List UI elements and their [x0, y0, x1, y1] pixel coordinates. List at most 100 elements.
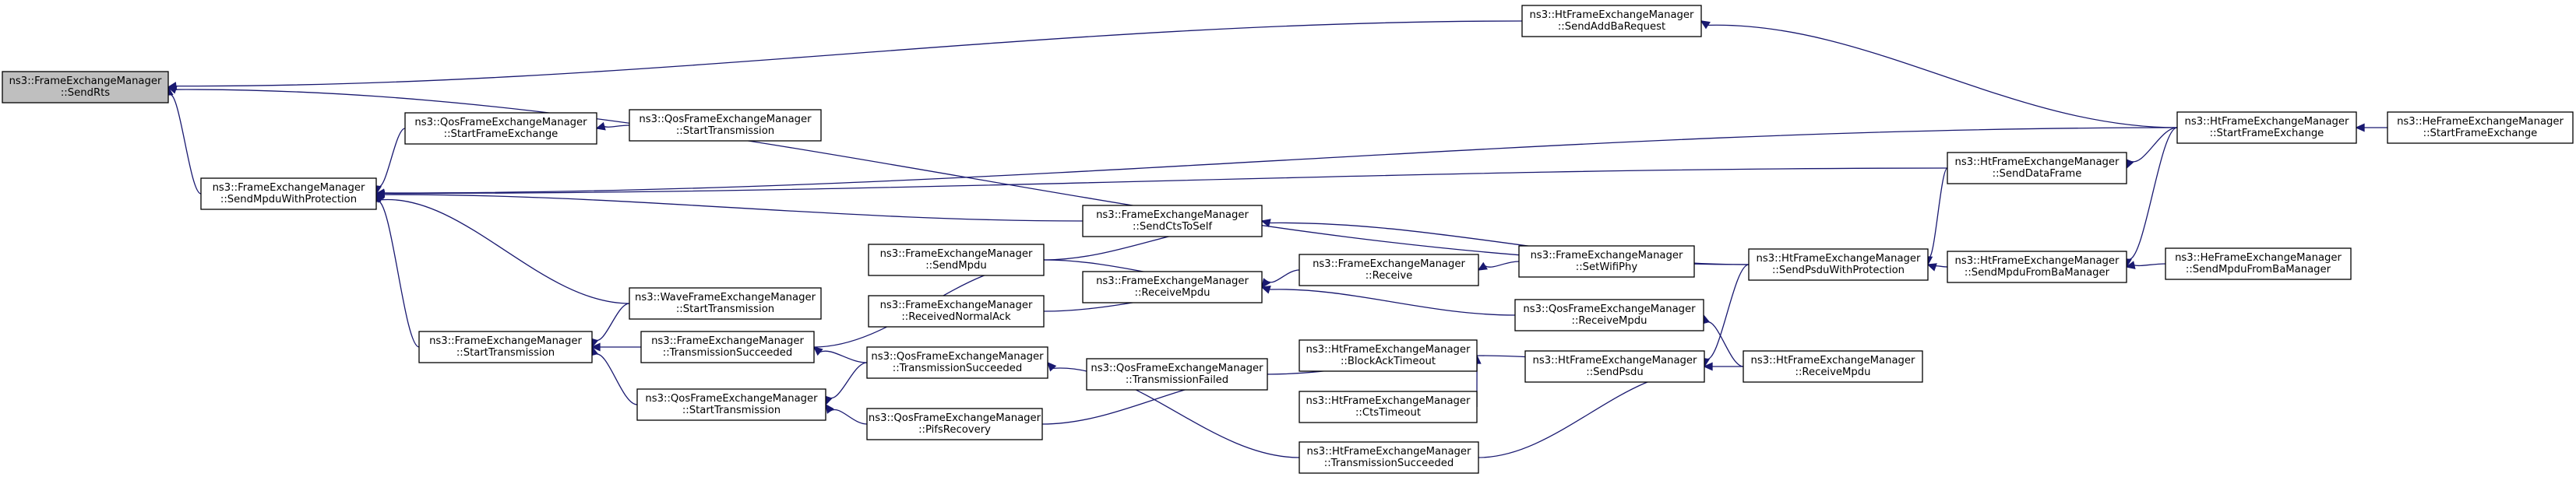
node-box [866, 346, 1048, 379]
node-box [866, 408, 1043, 440]
graph-node[interactable]: ns3::QosFrameExchangeManager::StartTrans… [629, 109, 822, 142]
call-edge [1703, 362, 1743, 371]
graph-node[interactable]: ns3::QosFrameExchangeManager::PifsRecove… [866, 408, 1043, 440]
call-edge [812, 345, 868, 363]
node-method-label: ::TransmissionSucceeded [663, 347, 792, 359]
node-method-label: ::SendMpduFromBaManager [2186, 264, 2331, 275]
node-class-label: ns3::QosFrameExchangeManager [414, 117, 587, 128]
node-class-label: ns3::HtFrameExchangeManager [1306, 395, 1471, 407]
node-method-label: ::PifsRecovery [918, 424, 991, 436]
graph-node[interactable]: ns3::FrameExchangeManager::TransmissionS… [640, 331, 815, 363]
node-box [868, 244, 1045, 276]
node-class-label: ns3::QosFrameExchangeManager [639, 114, 812, 125]
edge-line [1934, 265, 1948, 268]
node-box [636, 388, 826, 421]
node-layer: ns3::FrameExchangeManager::SendRtsns3::F… [2, 5, 2574, 474]
edge-line [1478, 371, 1700, 458]
graph-node[interactable]: ns3::HtFrameExchangeManager::SendMpduFro… [1947, 251, 2127, 283]
graph-node[interactable]: ns3::FrameExchangeManager::StartTransmis… [418, 331, 593, 363]
edge-arrowhead [1700, 20, 1711, 30]
call-edge [1477, 261, 1520, 271]
node-box [1299, 254, 1479, 286]
call-edge [590, 303, 630, 349]
node-class-label: ns3::QosFrameExchangeManager [869, 412, 1041, 424]
node-method-label: ::Receive [1366, 270, 1413, 282]
graph-node[interactable]: ns3::HtFrameExchangeManager::StartFrameE… [2176, 111, 2357, 144]
node-box [1947, 152, 2127, 184]
node-class-label: ns3::HtFrameExchangeManager [1306, 344, 1471, 356]
graph-node[interactable]: ns3::FrameExchangeManager::ReceiveMpdu [1082, 271, 1263, 303]
node-method-label: ::BlockAckTimeout [1341, 356, 1436, 367]
edge-arrowhead [167, 86, 178, 94]
edge-line [1266, 269, 1300, 283]
node-box [2387, 111, 2574, 144]
node-method-label: ::ReceiveMpdu [1572, 315, 1647, 327]
node-box [2176, 111, 2357, 144]
graph-node[interactable]: ns3::FrameExchangeManager::SendMpdu [868, 244, 1045, 276]
call-edge [1046, 361, 1300, 458]
graph-node[interactable]: ns3::QosFrameExchangeManager::StartTrans… [636, 388, 826, 421]
graph-node[interactable]: ns3::QosFrameExchangeManager::Transmissi… [1086, 358, 1268, 391]
edge-line [1705, 264, 1750, 360]
node-method-label: ::StartFrameExchange [2210, 128, 2324, 139]
graph-node[interactable]: ns3::HeFrameExchangeManager::SendMpduFro… [2165, 247, 2352, 280]
graph-node[interactable]: ns3::HtFrameExchangeManager::CtsTimeout [1299, 391, 1478, 423]
node-method-label: ::SendDataFrame [1993, 168, 2082, 180]
edge-line [383, 167, 1948, 195]
graph-node[interactable]: ns3::HtFrameExchangeManager::ReceiveMpdu [1743, 350, 1923, 383]
edge-arrowhead [1477, 261, 1488, 271]
node-method-label: ::SendAddBaRequest [1558, 21, 1665, 33]
node-class-label: ns3::FrameExchangeManager [1313, 258, 1465, 270]
edge-line [1705, 321, 1744, 367]
edge-line [594, 353, 638, 405]
graph-node[interactable]: ns3::HeFrameExchangeManager::StartFrameE… [2387, 111, 2574, 144]
node-method-label: ::CtsTimeout [1355, 407, 1421, 419]
graph-node[interactable]: ns3::FrameExchangeManager::SetWifiPhy [1518, 245, 1695, 278]
node-class-label: ns3::HtFrameExchangeManager [1757, 253, 1921, 265]
node-method-label: ::StartTransmission [676, 303, 774, 315]
edge-arrowhead [1260, 219, 1271, 227]
call-edge [1261, 269, 1300, 289]
node-class-label: ns3::HtFrameExchangeManager [1530, 9, 1694, 21]
graph-node[interactable]: ns3::QosFrameExchangeManager::StartFrame… [404, 112, 597, 145]
node-method-label: ::SendMpduFromBaManager [1965, 267, 2110, 279]
node-method-label: ::ReceiveMpdu [1795, 367, 1871, 378]
edge-arrowhead [1926, 263, 1937, 272]
node-class-label: ns3::HtFrameExchangeManager [1533, 355, 1697, 367]
graph-node[interactable]: ns3::FrameExchangeManager::SendRts [2, 71, 169, 103]
graph-node[interactable]: ns3::HtFrameExchangeManager::SendDataFra… [1947, 152, 2127, 184]
node-box [1299, 441, 1479, 474]
node-class-label: ns3::FrameExchangeManager [651, 335, 804, 347]
graph-node[interactable]: ns3::HtFrameExchangeManager::SendPsduWit… [1748, 248, 1929, 281]
edge-line [1928, 167, 1948, 258]
node-class-label: ns3::FrameExchangeManager [1096, 275, 1249, 287]
node-class-label: ns3::HtFrameExchangeManager [1955, 255, 2120, 267]
call-edge [375, 190, 1084, 222]
edge-arrowhead [590, 342, 601, 352]
graph-node[interactable]: ns3::FrameExchangeManager::ReceivedNorma… [868, 295, 1045, 328]
node-class-label: ns3::HtFrameExchangeManager [2185, 116, 2349, 128]
call-edge [375, 167, 1948, 198]
graph-node[interactable]: ns3::FrameExchangeManager::SendMpduWithP… [200, 177, 377, 210]
node-class-label: ns3::FrameExchangeManager [880, 248, 1033, 260]
node-box [2165, 247, 2352, 280]
graph-node[interactable]: ns3::HtFrameExchangeManager::BlockAckTim… [1299, 339, 1478, 372]
graph-node[interactable]: ns3::QosFrameExchangeManager::ReceiveMpd… [1514, 299, 1704, 331]
graph-node[interactable]: ns3::WaveFrameExchangeManager::StartTran… [629, 287, 822, 320]
graph-node[interactable]: ns3::HtFrameExchangeManager::SendAddBaRe… [1521, 5, 1702, 37]
node-box [1524, 350, 1705, 383]
call-edge [1700, 20, 2178, 128]
graph-node[interactable]: ns3::HtFrameExchangeManager::Transmissio… [1299, 441, 1479, 474]
node-class-label: ns3::FrameExchangeManager [880, 300, 1033, 311]
node-method-label: ::SendPsduWithProtection [1772, 265, 1905, 276]
edge-line [1707, 24, 2178, 128]
edge-line [819, 350, 868, 363]
node-box [1743, 350, 1923, 383]
graph-node[interactable]: ns3::HtFrameExchangeManager::SendPsdu [1524, 350, 1705, 383]
node-box [200, 177, 377, 210]
graph-node[interactable]: ns3::FrameExchangeManager::SendCtsToSelf [1082, 205, 1263, 237]
graph-node[interactable]: ns3::FrameExchangeManager::Receive [1299, 254, 1479, 286]
node-method-label: ::SendRts [61, 87, 110, 99]
call-edge [373, 128, 406, 195]
graph-node[interactable]: ns3::QosFrameExchangeManager::Transmissi… [866, 346, 1048, 379]
